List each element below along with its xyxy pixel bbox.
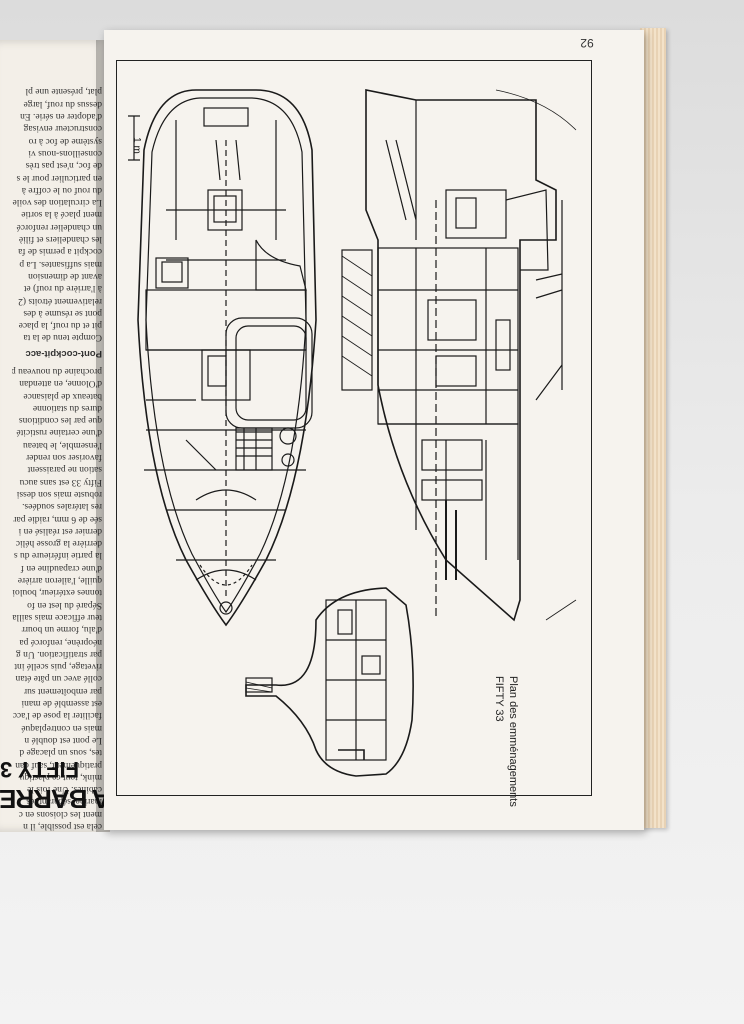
article-line: collé avec un pâte étan (15, 673, 102, 684)
article-line: Pont-cockpit-acc (25, 347, 102, 359)
article-line: par emboîtement sur (23, 685, 102, 696)
article-line: néoprène, renforcé pa (19, 636, 102, 647)
article-line: d'une certaine rusticité (16, 427, 102, 438)
article-line: par stratification. Un g (15, 648, 102, 659)
scale-label: 1 m (130, 137, 142, 154)
cross-section-view (245, 587, 414, 777)
scale-bar (128, 115, 140, 161)
article-line: avant de dimension (28, 270, 102, 281)
article-line: est assemblé de mani (21, 698, 102, 709)
article-line: tonnes extérieur, bouloi (12, 587, 102, 598)
article-line: pit et du rouf, la place (18, 320, 102, 331)
article-line: bateaux de plaisance (23, 390, 102, 401)
profile-section-view (341, 89, 577, 622)
article-line: de foc, n'est pas très (25, 160, 102, 171)
article-line: du rouf ou le coffre à (21, 184, 102, 195)
page-edge-stack (640, 28, 666, 828)
article-headline: A LA BARRE FIFTY 3 (0, 732, 110, 832)
caption-line-2: FIFTY 33 (493, 676, 505, 722)
article-line: un chandelier renforcé (16, 221, 102, 232)
article-line: relativement étroits (2 (18, 295, 102, 306)
article-line: rivetage, puis scellé int (14, 661, 102, 672)
article-line: les chandeliers et filiè (18, 234, 102, 245)
article-line: dernier est réalisé en i (18, 525, 102, 536)
article-line: cockpit a permis de fa (18, 246, 102, 257)
boat-layout-drawing (128, 89, 577, 777)
article-line: que par les conditions (18, 415, 102, 426)
article-line: la partie inférieure du s (13, 550, 102, 561)
article-line: derrière la grosse hélic (15, 538, 102, 549)
drawing-caption: Plan des emménagements FIFTY 33 (480, 676, 520, 916)
drawing-frame (116, 60, 592, 796)
article-line: favoriser son render (26, 452, 102, 463)
article-line: dures du stationne (32, 402, 102, 413)
article-line: pont se résume à des (23, 307, 102, 318)
article-line: conseillons-nous vi (28, 147, 102, 158)
article-line: teur efficace mais saillan (12, 611, 102, 622)
article-line: mais suffisantes. La p (19, 258, 102, 269)
article-line: l'ensemble, le bateau (23, 439, 102, 450)
article-line: faciliter la pose de l'acc (12, 710, 102, 721)
article-line: à l'arrière du rouf) et (23, 283, 102, 294)
deck-plan-view (137, 89, 317, 627)
page-number: 92 (580, 36, 594, 50)
article-line: d'une crapaudine en f (20, 562, 102, 573)
article-line: système de foc à ro (28, 135, 102, 146)
article-line: Fifty 33 est sans aucu (19, 476, 102, 487)
article-line: constructeur envisag (23, 123, 102, 134)
article-line: en particulier pour le s (16, 172, 102, 183)
article-line: Séparé du lest en fo (27, 599, 102, 610)
article-line: sation ne paraissent (27, 464, 102, 475)
caption-line-1: Plan des emménagements (507, 676, 519, 807)
article-line: d'Olonne, en attendan (19, 378, 102, 389)
article-line: quille, l'aileron arrière (17, 575, 102, 586)
article-line: plat, présente une pl (25, 86, 102, 97)
article-line: d'adopter en série. En (20, 111, 102, 122)
headline-line-1: A LA BARRE (0, 784, 110, 814)
article-line: dessus du rouf, large (23, 98, 102, 109)
article-line: prochaine du nouveau p (12, 366, 102, 377)
article-line: res latérales soudées. (22, 501, 102, 512)
article-line: d'alu, forme un bourr (21, 624, 102, 635)
article-line: ment placé à la sortie (21, 209, 102, 220)
article-line: sée de 6 mm, raidie par (13, 513, 102, 524)
headline-line-2: FIFTY 3 (0, 757, 80, 782)
article-line: La circulation des voile (12, 197, 102, 208)
article-line: Compte tenu de la ta (23, 332, 102, 343)
article-line: robuste mais son dessi (16, 488, 102, 499)
